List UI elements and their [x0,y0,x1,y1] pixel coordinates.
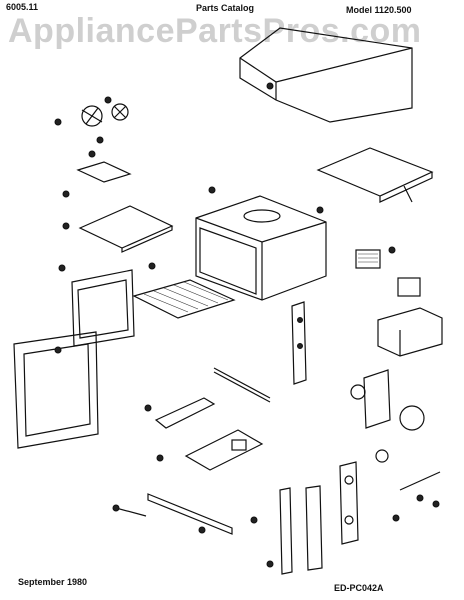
top-panel [316,147,434,203]
door-frame [71,269,135,347]
hinge-strips [279,461,359,575]
transformer [355,249,421,297]
side-bracket [377,307,443,357]
base-channel [112,493,233,535]
footer-code: ED-PC042A [334,583,384,593]
reference-number: 6005.11 [6,2,39,12]
heating-element-rail [213,367,271,403]
outer-door [13,331,99,449]
oven-rack [132,279,236,319]
latch-components [375,449,441,508]
watermark-text: AppliancePartsPros.com [8,12,422,50]
control-panel [291,301,307,385]
relay-board [154,397,264,471]
oven-cavity [195,195,327,301]
fan-assembly [76,96,132,183]
oven-floor-plate [78,205,174,253]
outer-wrapper-cabinet [239,27,413,123]
footer-date: September 1980 [18,577,88,587]
callout-markers [54,118,400,568]
catalog-title: Parts Catalog [196,3,255,13]
model-label: Model 1120.500 [346,5,412,15]
right-side-components [350,369,425,431]
